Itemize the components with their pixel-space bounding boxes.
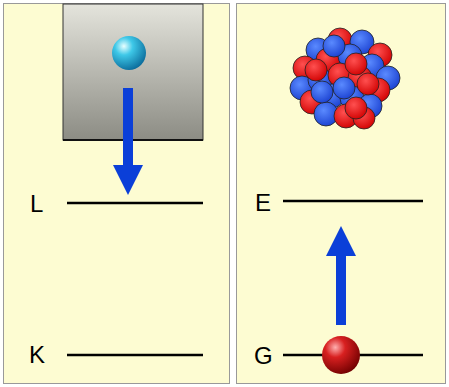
level-label: E (255, 191, 271, 215)
level-label: L (30, 192, 43, 216)
level-line (67, 202, 203, 205)
down-arrow (113, 88, 143, 195)
nucleus (290, 28, 400, 129)
electron-sphere (112, 36, 146, 70)
level-line (67, 354, 203, 357)
level-label: G (254, 344, 273, 368)
right-panel (237, 4, 446, 384)
level-label: K (29, 343, 45, 367)
up-arrow (326, 226, 356, 325)
particle-sphere (322, 336, 360, 374)
left-panel (4, 4, 230, 384)
level-line (283, 200, 423, 203)
